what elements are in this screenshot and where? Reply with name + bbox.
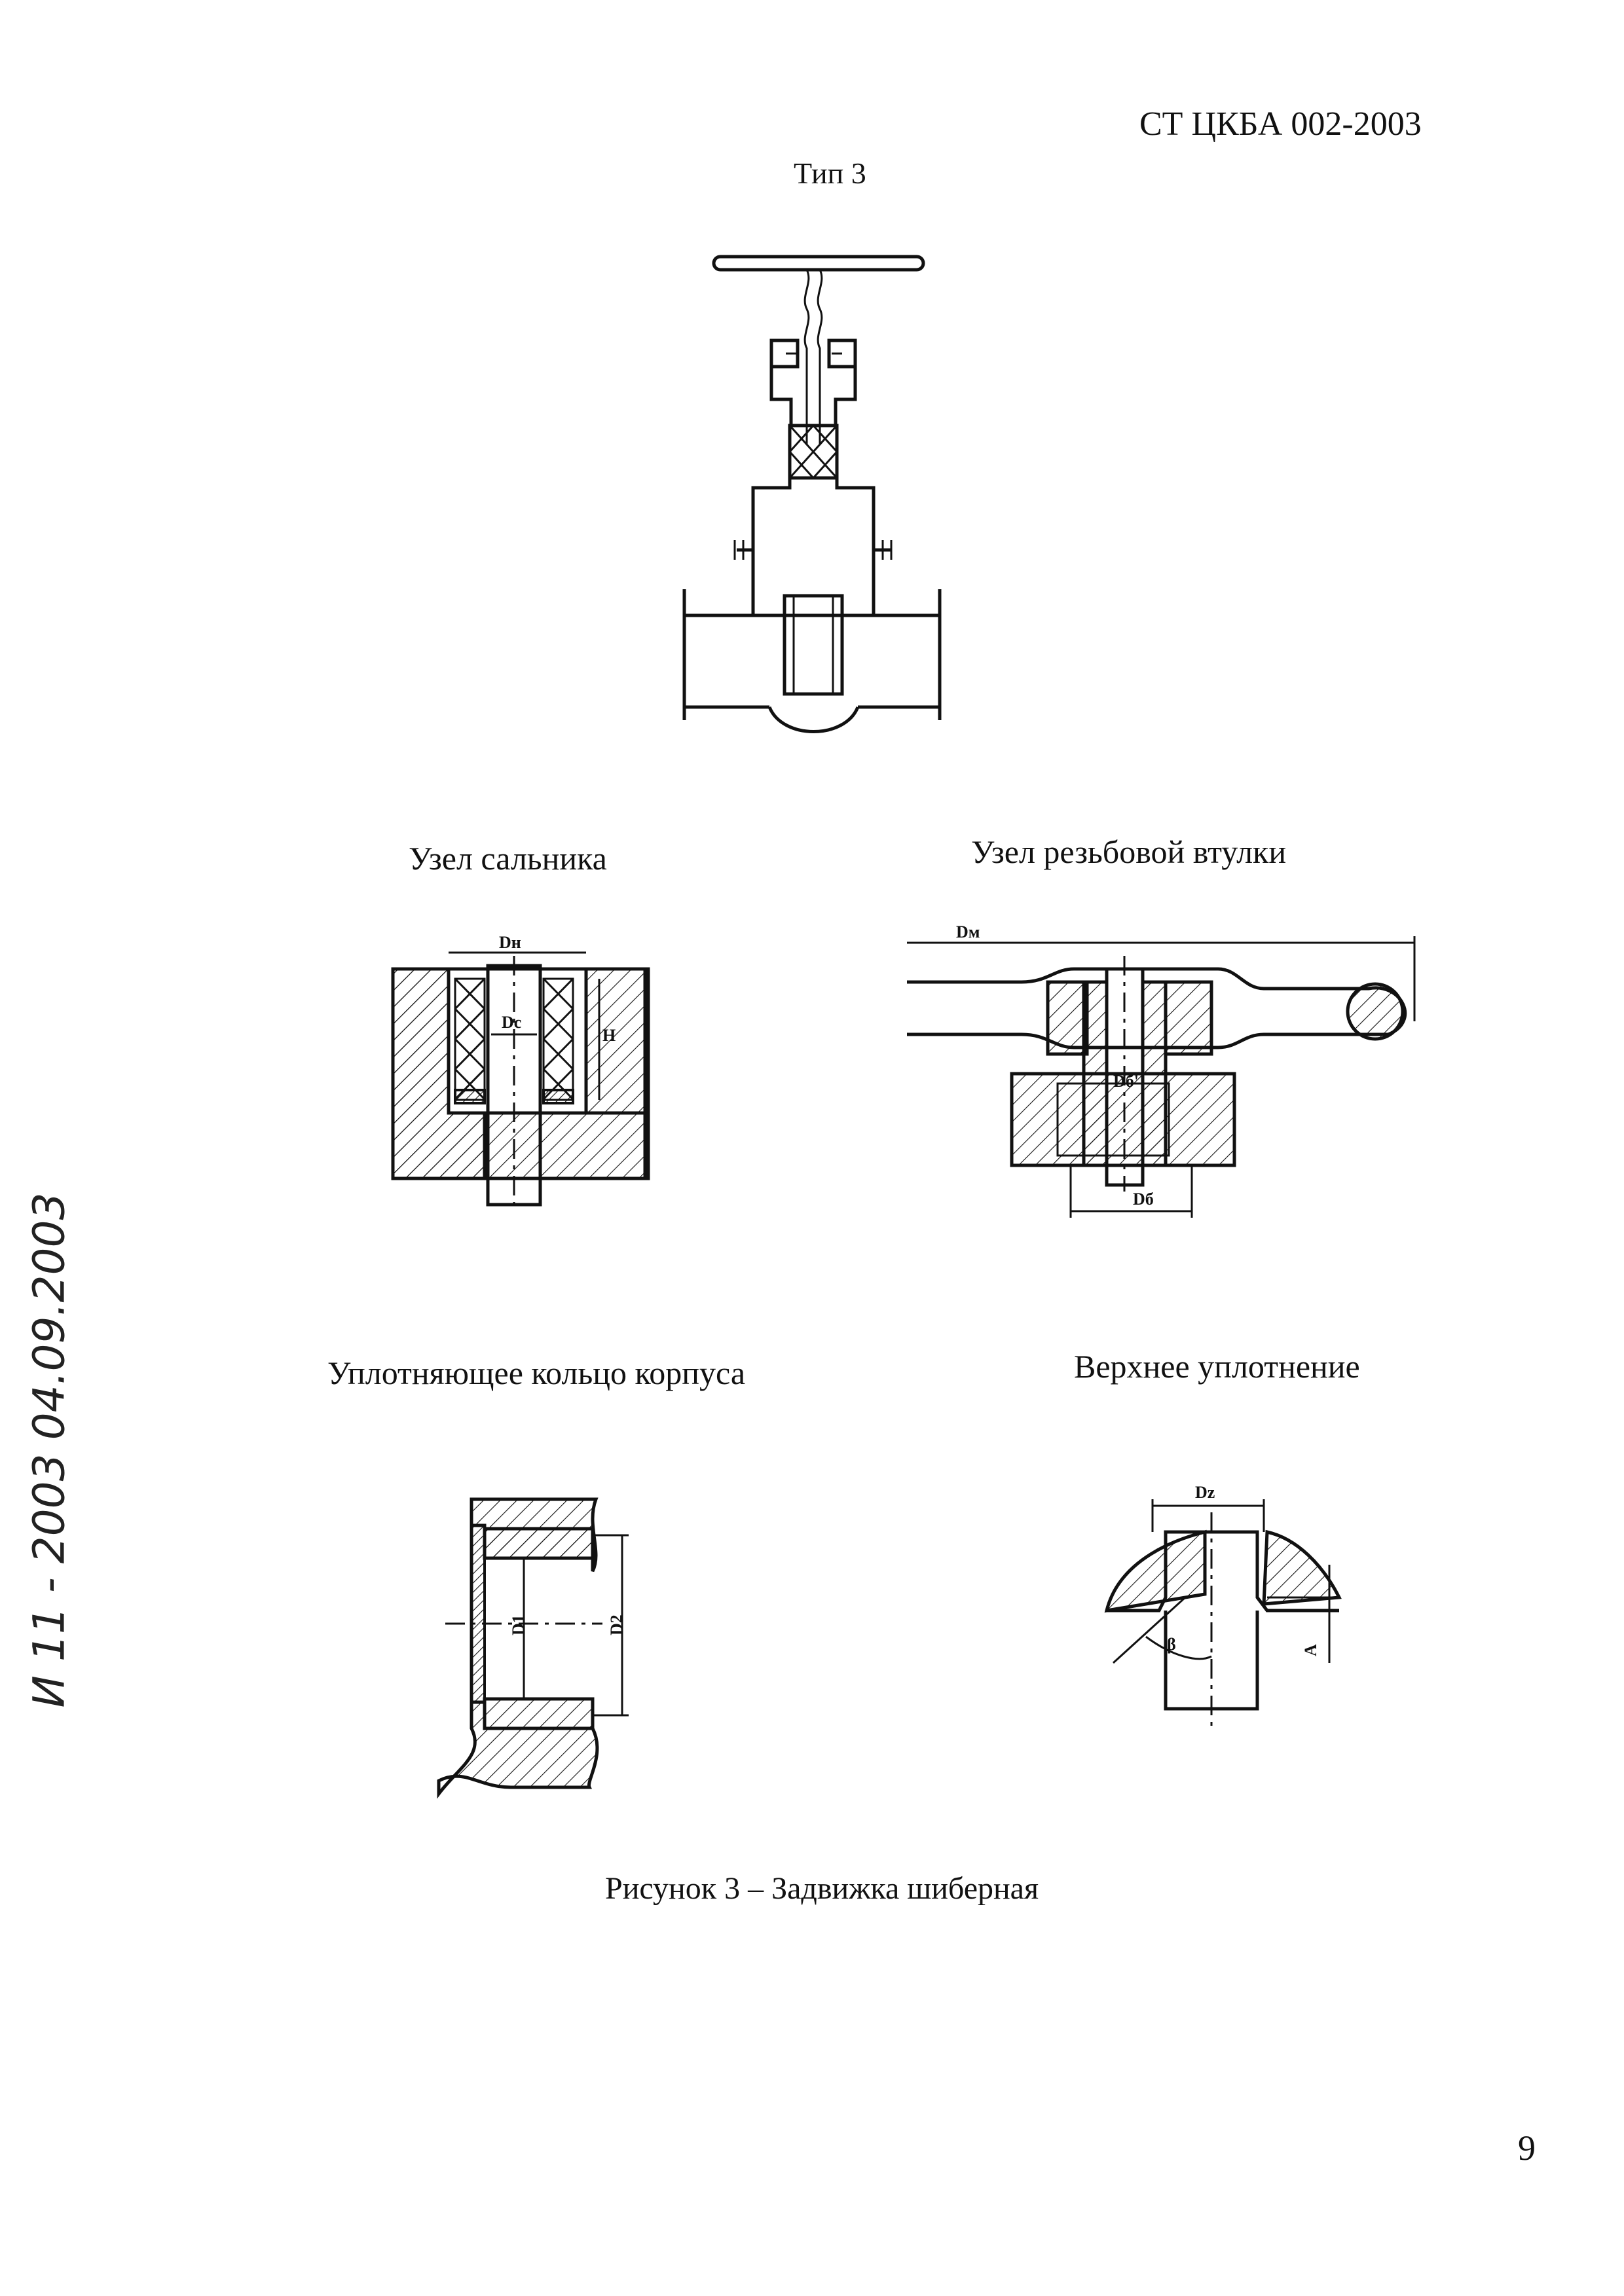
dim-d1: D1 bbox=[509, 1614, 528, 1635]
dim-dc: Dc bbox=[502, 1013, 521, 1032]
body-sealing-ring-drawing: D1 D2 bbox=[437, 1497, 629, 1799]
body-sealing-ring-caption: Уплотняющее кольцо корпуса bbox=[327, 1355, 746, 1391]
dim-dz: Dz bbox=[1195, 1483, 1215, 1502]
figure-caption: Рисунок 3 – Задвижка шиберная bbox=[605, 1871, 1039, 1906]
gate-valve-drawing bbox=[682, 255, 942, 733]
threaded-bushing-drawing: Dм Dб' Dб bbox=[907, 922, 1416, 1218]
dim-a: A bbox=[1301, 1644, 1320, 1656]
upper-seal-drawing: Dz β A bbox=[1104, 1483, 1342, 1728]
page-number: 9 bbox=[1518, 2128, 1536, 2168]
dim-d2: D2 bbox=[607, 1614, 626, 1635]
dim-h: H bbox=[602, 1026, 616, 1045]
type-label: Тип 3 bbox=[794, 156, 866, 190]
upper-seal-caption: Верхнее уплотнение bbox=[1074, 1348, 1360, 1385]
gland-assembly-caption: Узел сальника bbox=[409, 840, 607, 877]
threaded-bushing-caption: Узел резьбовой втулки bbox=[971, 833, 1287, 870]
gland-assembly-drawing: Dн Dc H bbox=[391, 933, 650, 1211]
handwritten-note: И 11 - 2003 04.09.2003 bbox=[24, 1192, 75, 1708]
dim-db: Dб bbox=[1133, 1190, 1154, 1209]
dim-beta: β bbox=[1167, 1635, 1176, 1654]
dim-db-prime: Dб' bbox=[1113, 1072, 1139, 1091]
standard-code: СТ ЦКБА 002-2003 bbox=[1139, 105, 1422, 143]
dim-dn: Dн bbox=[499, 933, 521, 952]
dim-dm: Dм bbox=[956, 922, 980, 941]
